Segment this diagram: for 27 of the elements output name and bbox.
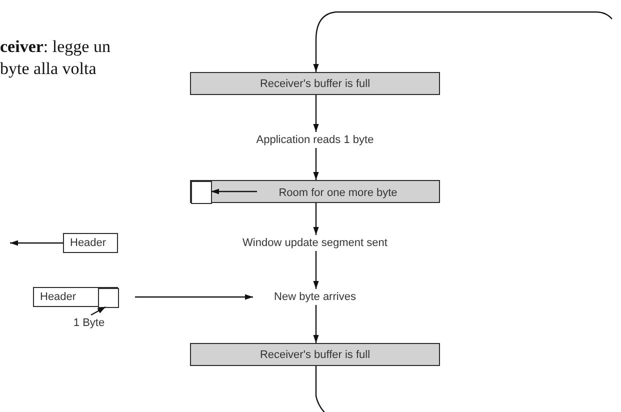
arrow (313, 95, 319, 132)
byte-slot (98, 288, 119, 308)
buffer-bar (190, 72, 440, 95)
step-text: New byte arrives (255, 289, 375, 305)
arrow (211, 188, 257, 194)
arrow (313, 251, 319, 289)
node-label: Header (70, 237, 106, 249)
segment-box (63, 233, 118, 253)
buffer-bar (190, 180, 440, 203)
arrow (313, 203, 319, 235)
node-label: Receiver's buffer is full (260, 348, 370, 360)
arrow (313, 11, 612, 72)
arrow (313, 305, 319, 343)
note-text: ceiver: legge un byte alla volta (0, 36, 112, 80)
step-text: Window update segment sent (229, 235, 401, 251)
step-text: 1 Byte (68, 316, 110, 330)
step-text: Room for one more byte (258, 184, 418, 201)
arrow (135, 294, 253, 300)
arrow (313, 148, 319, 180)
segment-box (33, 287, 118, 307)
node-label: Receiver's buffer is full (260, 78, 370, 90)
arrow (10, 240, 63, 246)
node-label: Header (40, 291, 76, 303)
byte-slot (191, 181, 212, 204)
step-text: Application reads 1 byte (240, 132, 390, 148)
leader-line (90, 306, 106, 316)
buffer-bar (190, 343, 440, 366)
